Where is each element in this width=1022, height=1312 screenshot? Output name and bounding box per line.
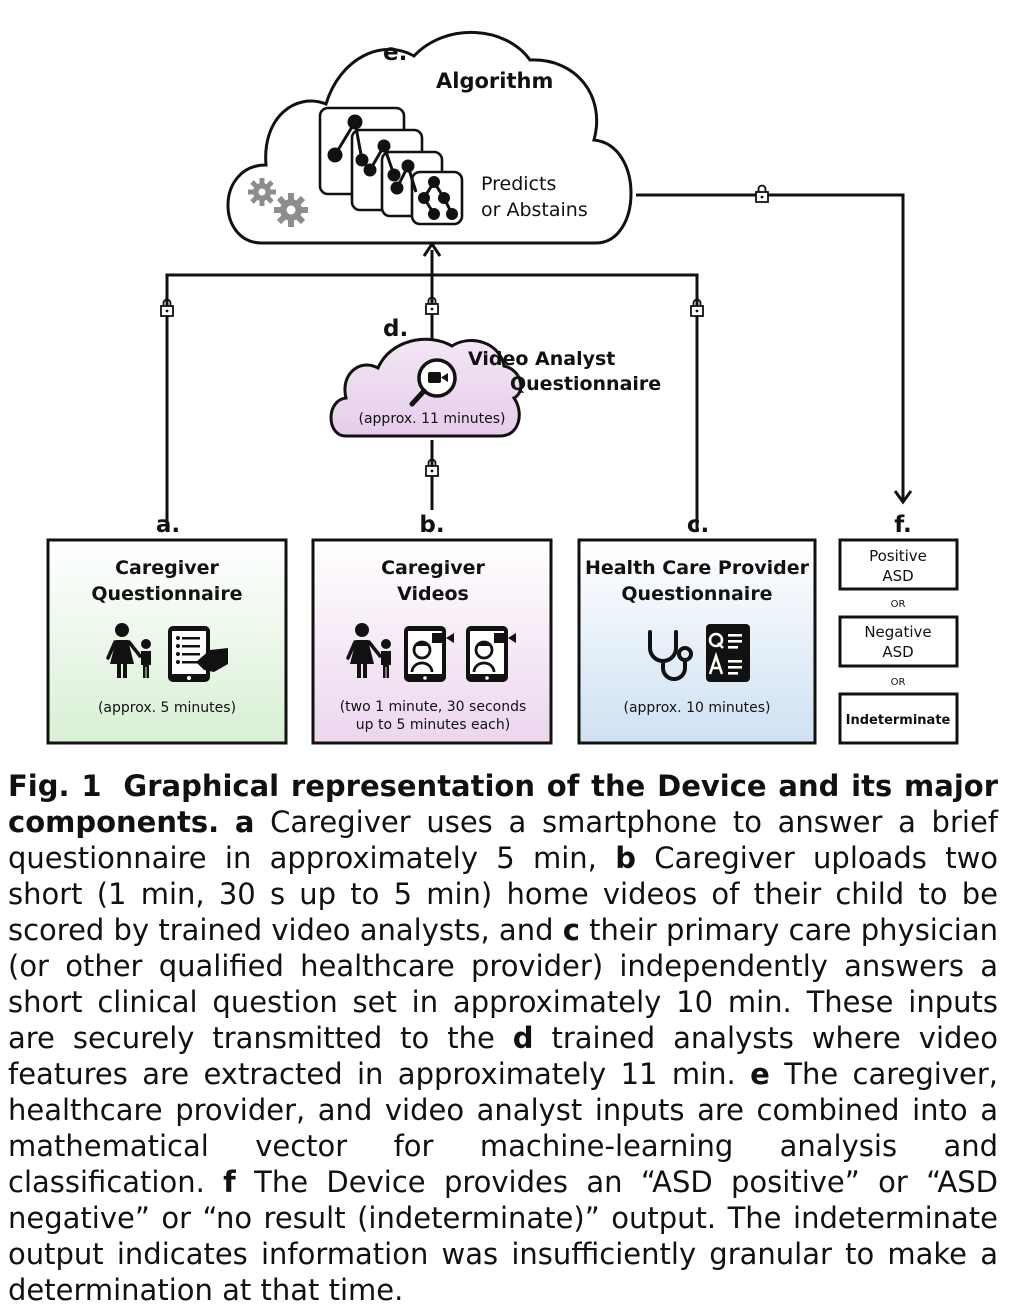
caption-e-text: The caregiver, healthcare provider, and … [8,1057,999,1199]
stethoscope-icon [648,630,693,681]
or-label-2: OR [891,677,906,688]
box-c [577,538,817,745]
caption-f-text: The Device provides an “ASD positive” or… [8,1165,999,1307]
qa-document-icon [706,624,750,682]
caption-fig-label: Fig. 1 [8,769,102,803]
box-b-title-line1: Caregiver [381,557,485,579]
connector-lines [165,193,913,530]
magnifier-camera-icon [409,358,457,407]
box-a-title-line2: Questionnaire [91,583,242,605]
caption-d-letter: d [512,1021,534,1055]
box-c-title-line2: Questionnaire [621,583,772,605]
video-analyst-title-line1: Video Analyst [468,348,615,370]
negative-line2: ASD [882,643,913,661]
caption-f-letter: f [223,1165,236,1199]
box-b-duration-line2: up to 5 minutes each) [356,717,510,733]
video-analyst-duration: (approx. 11 minutes) [359,411,506,427]
positive-line1: Positive [869,547,927,565]
box-b-duration-line1: (two 1 minute, 30 seconds [340,699,527,715]
outputs-letter: f. [894,512,912,538]
video-analyst-letter: d. [383,316,408,342]
output-positive [838,538,959,591]
caption-a-letter: a [234,805,255,839]
box-a [46,538,288,745]
box-c-title-line1: Health Care Provider [585,557,810,579]
box-a-letter: a. [156,512,180,538]
predicts-line2: or Abstains [481,199,588,221]
caption-heading: Graphical representation of the Device a… [8,769,999,839]
or-label-1: OR [891,599,906,610]
output-negative [838,615,959,668]
box-a-duration: (approx. 5 minutes) [98,700,236,716]
caption-c-text: their primary care physician (or other q… [8,913,999,1055]
box-a-title-line1: Caregiver [115,557,219,579]
smartphone-form-icon [168,626,228,682]
algorithm-letter: e. [383,40,407,66]
video-analyst-title-line2: Questionnaire [510,373,661,395]
negative-line1: Negative [864,623,931,641]
network-nodes [327,114,458,220]
box-b-title-line2: Videos [397,583,469,605]
device-diagram: e. Algorithm Predicts or Abstains [46,30,959,745]
predicts-line1: Predicts [481,173,556,195]
algorithm-title: Algorithm [436,69,553,93]
caption-b-letter: b [615,841,636,875]
caption-c-letter: c [562,913,580,947]
output-indeterminate [838,692,959,745]
positive-line2: ASD [882,567,913,585]
figure-caption: Fig. 1 Graphical representation of the D… [8,768,998,1308]
gear-icon [248,178,308,227]
caption-a-text: Caregiver uses a smartphone to answer a … [8,805,998,875]
box-c-letter: c. [687,512,709,538]
caption-e-letter: e [750,1057,770,1091]
caption-b-text: Caregiver uploads two short (1 min, 30 s… [8,841,999,947]
box-c-duration: (approx. 10 minutes) [624,700,771,716]
caption-d-text: trained analysts where video features ar… [8,1021,999,1091]
box-b-letter: b. [419,512,444,538]
indeterminate-label: Indeterminate [846,713,951,728]
